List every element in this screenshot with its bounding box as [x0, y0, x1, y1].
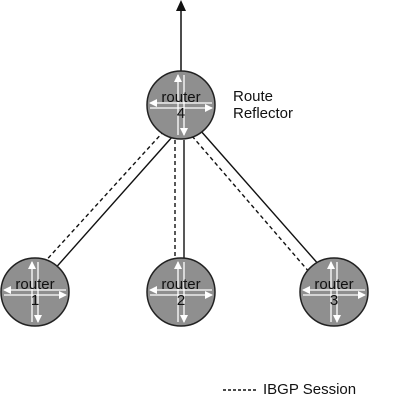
router-3-number: 3 [329, 292, 339, 309]
router-1-number: 1 [30, 292, 40, 309]
router-4-icon [146, 70, 216, 140]
router-4-number: 4 [176, 105, 186, 122]
router-1-icon [0, 257, 70, 327]
session-solid-r4-r1 [51, 135, 174, 273]
route-reflector-annotation: Route Reflector [233, 88, 293, 122]
router-2-number: 2 [176, 292, 186, 309]
legend-label: IBGP Session [263, 381, 357, 398]
router-4-name: router [161, 89, 201, 106]
router-1-label: router 1 [5, 277, 65, 309]
route-reflector-line2: Reflector [233, 105, 294, 122]
router-4-label: router 4 [151, 90, 211, 122]
router-2-name: router [161, 276, 201, 293]
uplink-arrowhead [176, 0, 186, 11]
ibgp-session-r4-r3 [191, 135, 311, 274]
ibgp-session-r4-r1 [40, 130, 165, 267]
router-3-label: router 3 [304, 277, 364, 309]
router-1-name: router [15, 276, 55, 293]
route-reflector-line1: Route [233, 88, 274, 105]
router-2-label: router 2 [151, 277, 211, 309]
router-3-name: router [314, 276, 354, 293]
router-3-icon [299, 257, 369, 327]
router-2-icon [146, 257, 216, 327]
session-solid-r4-r3 [199, 129, 321, 267]
